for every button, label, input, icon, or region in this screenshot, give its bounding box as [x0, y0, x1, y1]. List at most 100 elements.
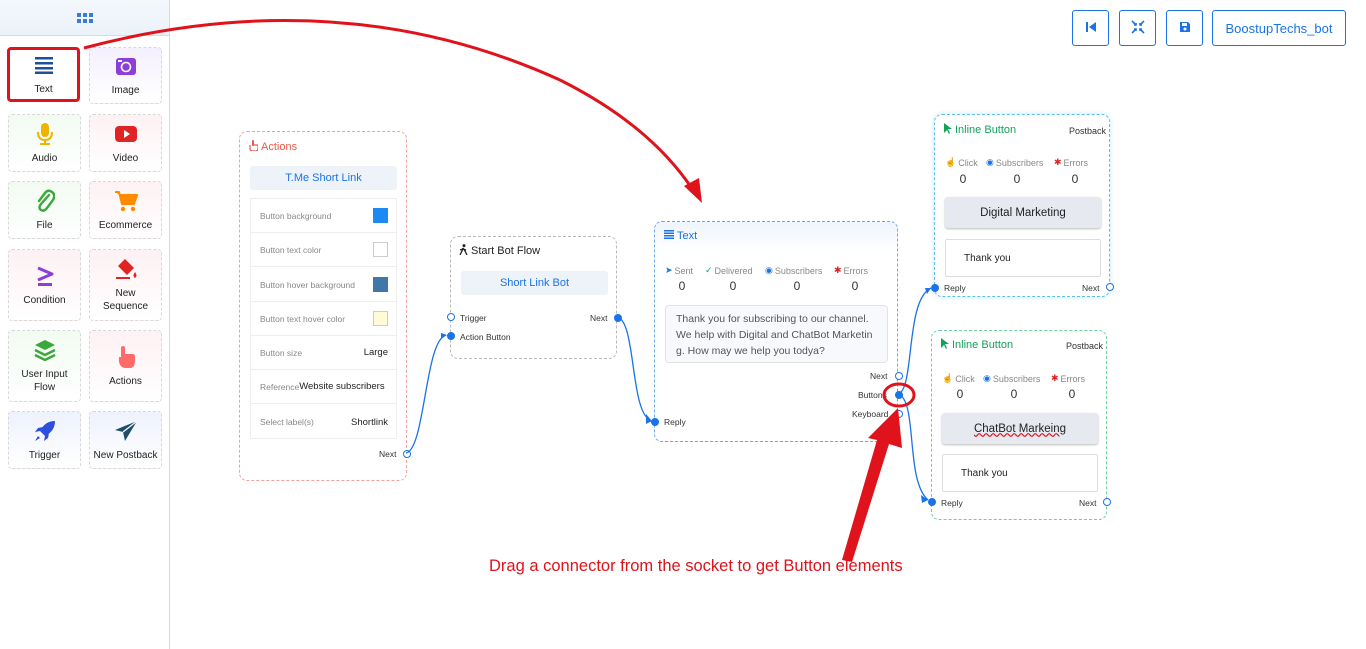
inline-button-node[interactable]: Inline Button Postback ☝Click ◉Subscribe…: [931, 114, 1114, 297]
tile-label: File: [36, 219, 53, 231]
user-circle-icon: ◉: [983, 373, 991, 383]
tile-ecommerce[interactable]: Ecommerce: [89, 181, 162, 239]
postback-type: Postback: [1066, 341, 1104, 351]
tile-text[interactable]: Text: [7, 47, 80, 102]
sent-count: 0: [678, 279, 686, 293]
trigger-socket[interactable]: [447, 313, 455, 321]
tile-video[interactable]: Video: [89, 114, 162, 172]
tile-label: New Postback: [93, 449, 158, 461]
reply-label: Reply: [944, 283, 966, 293]
connector-start-to-text: [616, 316, 651, 421]
cursor-arrow-icon: [941, 338, 949, 352]
annotation-text: Drag a connector from the socket to get …: [489, 557, 903, 575]
bug-icon: ✱: [1054, 157, 1062, 167]
buttons-socket[interactable]: [895, 391, 903, 399]
errors-count: 0: [1068, 387, 1076, 401]
pointer-hand-icon: [249, 140, 259, 154]
text-lines-icon: [34, 53, 54, 77]
inline-button-node[interactable]: Inline Button Postback ☝Click ◉Subscribe…: [928, 330, 1111, 520]
reply-label: Reply: [664, 417, 686, 427]
compress-icon: [1130, 19, 1145, 37]
stat-subscribers: ◉Subscribers: [765, 265, 823, 276]
settings-row[interactable]: Button size Large: [251, 336, 397, 370]
settings-row[interactable]: Reference Website subscribers: [251, 370, 397, 404]
start-bot-flow-node[interactable]: Start Bot Flow Short Link Bot Trigger Ac…: [447, 236, 622, 359]
color-swatch[interactable]: [373, 208, 388, 223]
stat-errors: ✱Errors: [1051, 373, 1086, 384]
settings-row[interactable]: Button hover background: [251, 268, 397, 302]
color-swatch[interactable]: [373, 277, 388, 292]
color-swatch[interactable]: [373, 242, 388, 257]
image-icon: [115, 54, 137, 78]
stat-sent: ➤Sent: [665, 265, 694, 276]
tile-user-input-flow[interactable]: User Input Flow: [8, 330, 81, 402]
reply-socket[interactable]: [928, 498, 936, 506]
settings-row[interactable]: Select label(s) Shortlink: [260, 416, 388, 428]
errors-count: 0: [851, 279, 859, 293]
tile-trigger[interactable]: Trigger: [8, 411, 81, 469]
color-swatch[interactable]: [373, 311, 388, 326]
bot-name-button[interactable]: BoostupTechs_bot: [1212, 10, 1346, 46]
actions-node[interactable]: Actions T.Me Short Link Button backgroun…: [239, 131, 411, 481]
save-disk-icon: [1179, 21, 1191, 36]
next-socket[interactable]: [403, 450, 411, 458]
tile-label: Text: [34, 84, 53, 95]
stat-errors: ✱Errors: [1054, 157, 1089, 168]
action-button-socket[interactable]: [447, 332, 455, 340]
tile-actions[interactable]: Actions: [89, 330, 162, 402]
cursor-arrow-icon: [944, 123, 952, 137]
reply-socket[interactable]: [651, 418, 659, 426]
video-play-icon: [114, 122, 138, 146]
tile-new-sequence[interactable]: New Sequence: [89, 249, 162, 321]
fit-view-button[interactable]: [1119, 10, 1156, 46]
tile-condition[interactable]: Condition: [8, 249, 81, 321]
message-text-box[interactable]: Thank you for subscribing to our channel…: [665, 305, 888, 363]
tile-label: Trigger: [28, 449, 61, 461]
subscribers-count: 0: [793, 279, 801, 293]
sidebar-header[interactable]: [0, 0, 169, 36]
next-socket[interactable]: [1106, 283, 1114, 291]
digital-marketing-button[interactable]: Digital Marketing: [945, 197, 1101, 228]
settings-row[interactable]: Button background: [251, 199, 397, 233]
pointer-hand-icon: [116, 345, 136, 369]
settings-row[interactable]: Button text color: [251, 233, 397, 267]
next-socket[interactable]: [895, 372, 903, 380]
stat-subscribers: ◉Subscribers: [983, 373, 1041, 384]
text-node[interactable]: Text ➤Sent ✓Delivered ◉Subscribers ✱Erro…: [651, 221, 903, 442]
tile-audio[interactable]: Audio: [8, 114, 81, 172]
tile-label: Actions: [109, 375, 142, 387]
start-node-title: Start Bot Flow: [459, 244, 540, 258]
next-socket[interactable]: [1103, 498, 1111, 506]
reset-position-button[interactable]: [1072, 10, 1109, 46]
tile-file[interactable]: File: [8, 181, 81, 239]
keyboard-socket[interactable]: [895, 410, 903, 418]
next-label: Next: [1079, 498, 1097, 508]
stat-click: ☝Click: [945, 157, 978, 168]
delivered-count: 0: [729, 279, 737, 293]
reply-socket[interactable]: [931, 284, 939, 292]
short-link-bot-button[interactable]: Short Link Bot: [461, 271, 608, 295]
trigger-label: Trigger: [460, 313, 487, 323]
tile-new-postback[interactable]: New Postback: [89, 411, 162, 469]
tile-image[interactable]: Image: [89, 47, 162, 104]
tme-short-link-button[interactable]: T.Me Short Link: [250, 166, 397, 190]
chatbot-marketing-button[interactable]: ChatBot Markeing: [942, 413, 1098, 444]
pointer-hand-icon: ☝: [942, 373, 954, 383]
save-button[interactable]: [1166, 10, 1203, 46]
tile-label: Condition: [23, 294, 66, 306]
reply-text-box[interactable]: Thank you: [942, 454, 1098, 492]
next-socket[interactable]: [614, 314, 622, 322]
paperclip-icon: [35, 189, 55, 213]
click-count: 0: [956, 387, 964, 401]
actions-settings-list: Button background Button text color Butt…: [250, 198, 397, 439]
tile-label: Image: [111, 85, 140, 96]
grid-menu-icon[interactable]: [76, 12, 93, 23]
stat-click: ☝Click: [942, 373, 975, 384]
user-circle-icon: ◉: [986, 157, 994, 167]
tile-label: User Input Flow: [21, 369, 68, 393]
reply-label: Reply: [941, 498, 963, 508]
connector-buttons-to-inline-1: [897, 287, 932, 395]
settings-row[interactable]: Button text hover color: [251, 302, 397, 336]
bug-icon: ✱: [1051, 373, 1059, 383]
reply-text-box[interactable]: Thank you: [945, 239, 1101, 277]
